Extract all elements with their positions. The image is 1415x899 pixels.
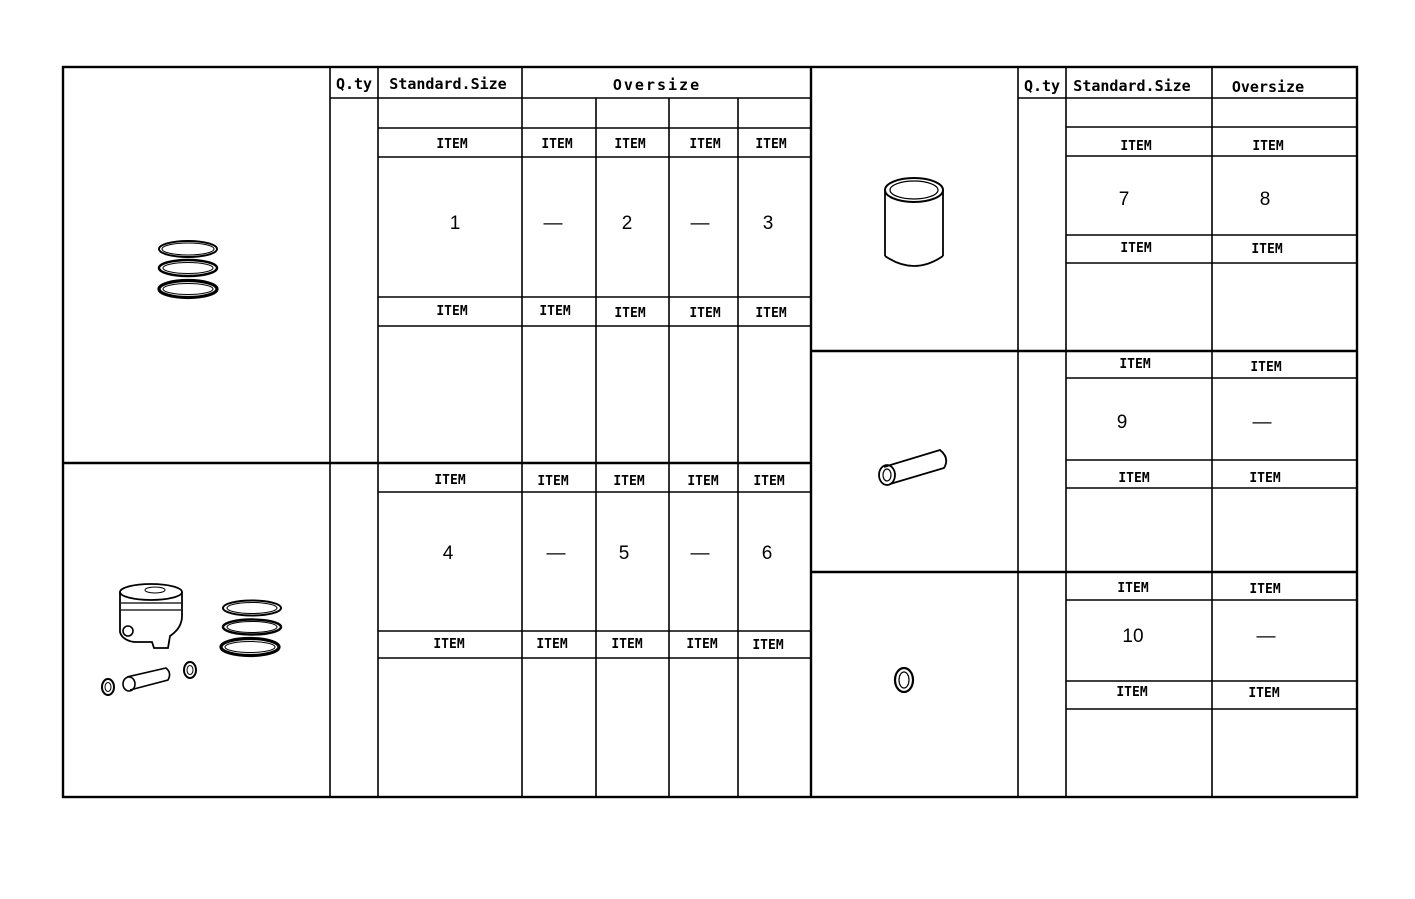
- item-number: 3: [763, 213, 774, 234]
- left-item-row-3: ITEM ITEM ITEM ITEM ITEM: [434, 473, 784, 489]
- snap-ring-icon: [893, 666, 915, 694]
- left-grid: [329, 67, 811, 797]
- piston-pin-icon: [878, 449, 948, 486]
- item-label: ITEM: [1116, 685, 1147, 700]
- item-number: 7: [1119, 189, 1130, 210]
- item-label: ITEM: [755, 137, 786, 152]
- item-label: ITEM: [1117, 581, 1148, 596]
- item-label: ITEM: [753, 474, 784, 489]
- item-label: ITEM: [1251, 242, 1282, 257]
- item-number: —: [1253, 412, 1272, 433]
- item-label: ITEM: [434, 473, 465, 488]
- right-standard-size-header: Standard.Size: [1073, 77, 1190, 95]
- item-number: 8: [1260, 189, 1271, 210]
- item-label: ITEM: [1248, 686, 1279, 701]
- item-label: ITEM: [1120, 241, 1151, 256]
- right-grid: [1017, 67, 1357, 797]
- item-label: ITEM: [433, 637, 464, 652]
- item-number: 6: [762, 543, 773, 564]
- item-label: ITEM: [686, 637, 717, 652]
- item-label: ITEM: [1118, 471, 1149, 486]
- item-number: 4: [443, 543, 454, 564]
- item-number: —: [691, 213, 710, 234]
- item-label: ITEM: [541, 137, 572, 152]
- item-label: ITEM: [613, 474, 644, 489]
- item-number: 10: [1122, 626, 1143, 647]
- item-label: ITEM: [689, 306, 720, 321]
- item-label: ITEM: [1249, 471, 1280, 486]
- item-label: ITEM: [752, 638, 783, 653]
- table-frame: [61, 65, 1359, 799]
- item-number: 1: [450, 213, 461, 234]
- item-number: —: [547, 543, 566, 564]
- left-standard-size-header: Standard.Size: [389, 75, 506, 93]
- item-label: ITEM: [1249, 582, 1280, 597]
- left-item-row-1: ITEM ITEM ITEM ITEM ITEM: [436, 137, 786, 152]
- item-label: ITEM: [1120, 139, 1151, 154]
- item-label: ITEM: [687, 474, 718, 489]
- piston-rings-icon: [157, 240, 219, 300]
- item-number: —: [691, 543, 710, 564]
- item-label: ITEM: [611, 637, 642, 652]
- item-number: 2: [622, 213, 633, 234]
- right-item-labels: ITEM ITEM ITEM ITEM ITEM ITEM ITEM ITEM …: [1116, 139, 1283, 701]
- item-label: ITEM: [614, 137, 645, 152]
- item-number: —: [544, 213, 563, 234]
- item-label: ITEM: [755, 306, 786, 321]
- item-label: ITEM: [614, 306, 645, 321]
- item-label: ITEM: [536, 637, 567, 652]
- left-values-row-1: 1 — 2 — 3: [450, 213, 774, 234]
- left-qty-header: Q.ty: [336, 75, 372, 93]
- item-label: ITEM: [1250, 360, 1281, 375]
- right-oversize-header: Oversize: [1232, 78, 1304, 96]
- item-label: ITEM: [689, 137, 720, 152]
- left-item-row-2: ITEM ITEM ITEM ITEM ITEM: [436, 304, 786, 321]
- item-number: 9: [1117, 412, 1128, 433]
- right-qty-header: Q.ty: [1024, 77, 1060, 95]
- item-number: —: [1257, 626, 1276, 647]
- item-label: ITEM: [436, 137, 467, 152]
- left-item-row-4: ITEM ITEM ITEM ITEM ITEM: [433, 637, 783, 653]
- item-label: ITEM: [539, 304, 570, 319]
- cylinder-liner-icon: [884, 177, 944, 267]
- left-values-row-2: 4 — 5 — 6: [443, 543, 773, 564]
- item-number: 5: [619, 543, 630, 564]
- item-label: ITEM: [1119, 357, 1150, 372]
- piston-assembly-icon: [101, 583, 283, 696]
- item-label: ITEM: [436, 304, 467, 319]
- item-label: ITEM: [1252, 139, 1283, 154]
- left-oversize-header: Oversize: [613, 76, 701, 94]
- item-label: ITEM: [537, 474, 568, 489]
